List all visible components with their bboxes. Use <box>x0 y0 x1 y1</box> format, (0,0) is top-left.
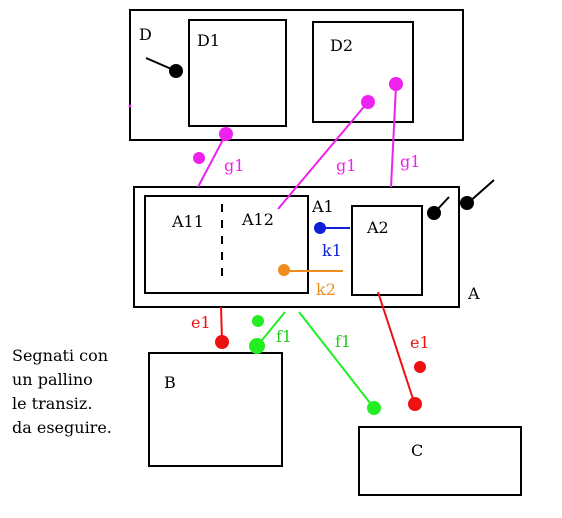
transition-g1-A2-to-D2 <box>390 85 397 188</box>
transition-e1-A-to-B <box>220 306 223 341</box>
arrowhead-e1-C <box>408 397 422 411</box>
arrowhead-g1-D2a <box>361 95 375 109</box>
transition-e1-A2-to-C <box>377 291 415 403</box>
initial-dot-A2 <box>427 206 441 220</box>
label-f1-right: f1 <box>335 332 351 351</box>
state-D2-box <box>312 21 414 123</box>
label-e1-right: e1 <box>410 333 430 352</box>
arrowhead-k1 <box>314 222 326 234</box>
arrowhead-g1-D2b <box>389 77 403 91</box>
label-A: A <box>467 284 480 303</box>
arrowhead-f1-B <box>249 338 265 354</box>
label-D: D <box>139 25 152 44</box>
state-D1-box <box>188 19 287 127</box>
arrowhead-k2 <box>278 264 290 276</box>
annotation-note: Segnati con un pallino le transiz. da es… <box>12 344 142 440</box>
transition-f1-A-to-C <box>298 311 375 409</box>
state-B-box <box>148 352 283 467</box>
initial-dot-D1 <box>169 64 183 78</box>
transition-g1-A11-to-D1 <box>197 133 227 188</box>
arrowhead-g1-D1 <box>219 127 233 141</box>
label-g1-left: g1 <box>224 156 244 175</box>
label-A1: A1 <box>311 197 334 216</box>
marker-dot-g1 <box>193 152 205 164</box>
label-A2: A2 <box>366 218 389 237</box>
marker-dot-f1 <box>252 315 264 327</box>
transition-g1-A12-to-D2 <box>277 101 369 210</box>
label-A12: A12 <box>241 210 274 229</box>
state-A1-box <box>144 195 309 294</box>
label-f1-left: f1 <box>276 327 292 346</box>
label-A11: A11 <box>171 212 204 231</box>
label-k1: k1 <box>322 241 342 260</box>
note-line-1: Segnati con <box>12 346 109 365</box>
state-D-box <box>129 9 464 141</box>
stray-dot <box>128 104 132 108</box>
transition-f1-A-to-B <box>257 311 286 346</box>
label-e1-left: e1 <box>191 313 211 332</box>
label-g1-right: g1 <box>400 152 420 171</box>
label-C: C <box>411 441 423 460</box>
arrowhead-e1-B <box>215 335 229 349</box>
initial-dot-A <box>460 196 474 210</box>
label-k2: k2 <box>316 280 336 299</box>
label-B: B <box>164 373 176 392</box>
note-line-4: da eseguire. <box>12 418 112 437</box>
note-line-2: un pallino <box>12 370 93 389</box>
state-C-box <box>358 426 522 496</box>
marker-dot-e1 <box>414 361 426 373</box>
label-D1: D1 <box>197 31 220 50</box>
label-D2: D2 <box>330 36 353 55</box>
note-line-3: le transiz. <box>12 394 93 413</box>
state-A2-box <box>351 205 423 296</box>
arrowhead-f1-C <box>367 401 381 415</box>
label-g1-middle: g1 <box>336 156 356 175</box>
